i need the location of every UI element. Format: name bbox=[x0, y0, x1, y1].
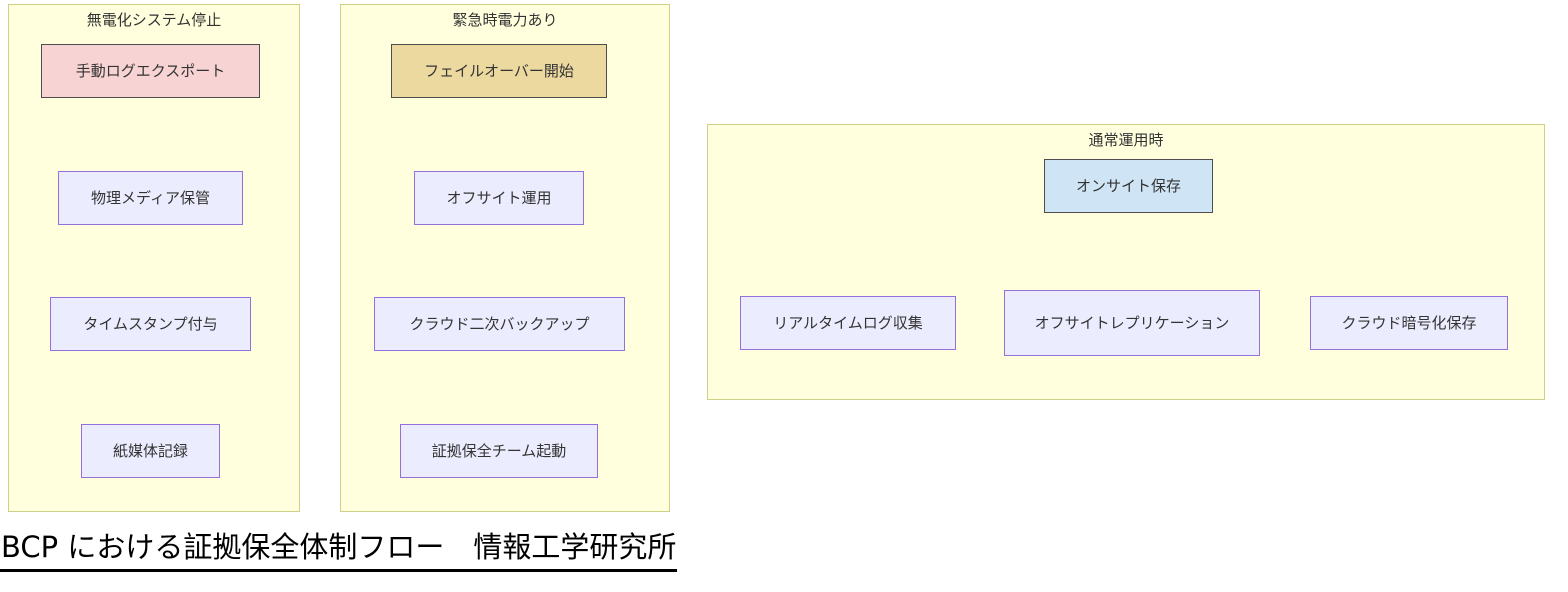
node-paper-record[interactable]: 紙媒体記録 bbox=[81, 424, 220, 478]
node-onsite-storage[interactable]: オンサイト保存 bbox=[1044, 159, 1213, 213]
node-failover-start[interactable]: フェイルオーバー開始 bbox=[391, 44, 607, 98]
node-label: オフサイトレプリケーション bbox=[1034, 314, 1230, 332]
node-label: フェイルオーバー開始 bbox=[424, 62, 574, 80]
node-label: 手動ログエクスポート bbox=[75, 62, 226, 80]
page-title: BCP における証拠保全体制フロー 情報工学研究所 bbox=[0, 527, 678, 572]
cluster-normal-ops-label: 通常運用時 bbox=[1088, 132, 1164, 149]
node-cloud-secondary[interactable]: クラウド二次バックアップ bbox=[374, 297, 625, 351]
node-offsite-replication[interactable]: オフサイトレプリケーション bbox=[1004, 290, 1260, 356]
cluster-no-power-label: 無電化システム停止 bbox=[86, 12, 222, 29]
node-cloud-encrypted[interactable]: クラウド暗号化保存 bbox=[1310, 296, 1508, 350]
node-label: リアルタイムログ収集 bbox=[773, 314, 923, 332]
node-timestamp[interactable]: タイムスタンプ付与 bbox=[50, 297, 251, 351]
node-label: クラウド二次バックアップ bbox=[409, 315, 590, 333]
node-realtime-log[interactable]: リアルタイムログ収集 bbox=[740, 296, 956, 350]
node-manual-log-export[interactable]: 手動ログエクスポート bbox=[41, 44, 260, 98]
cluster-emergency-power-label: 緊急時電力あり bbox=[452, 12, 558, 29]
node-label: 物理メディア保管 bbox=[91, 189, 210, 207]
node-label: クラウド暗号化保存 bbox=[1341, 314, 1477, 332]
node-offsite-ops[interactable]: オフサイト運用 bbox=[414, 171, 584, 225]
node-label: 証拠保全チーム起動 bbox=[431, 442, 567, 460]
node-label: 紙媒体記録 bbox=[112, 442, 188, 460]
node-label: タイムスタンプ付与 bbox=[83, 315, 218, 333]
node-label: オンサイト保存 bbox=[1075, 177, 1181, 195]
node-label: オフサイト運用 bbox=[446, 189, 552, 207]
node-forensics-team[interactable]: 証拠保全チーム起動 bbox=[400, 424, 598, 478]
node-physical-media[interactable]: 物理メディア保管 bbox=[58, 171, 243, 225]
